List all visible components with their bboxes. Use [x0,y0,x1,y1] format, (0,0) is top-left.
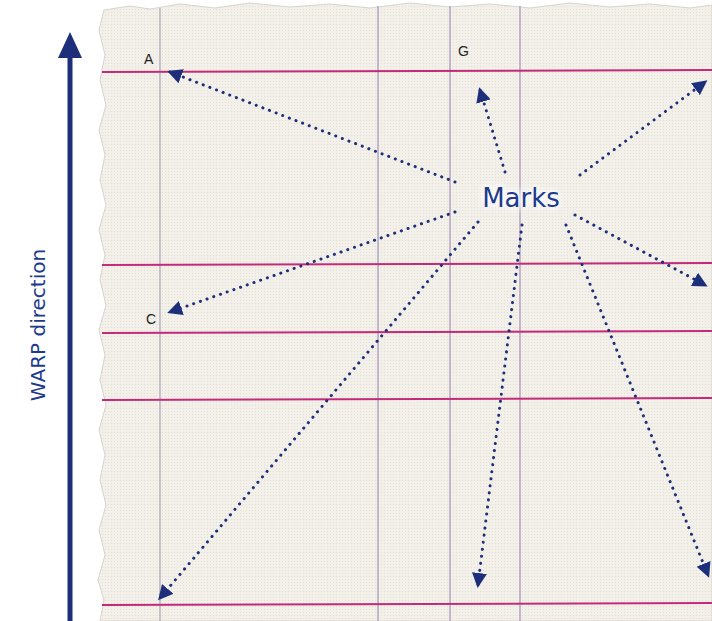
leader-lines [160,72,708,598]
fabric-piece [98,3,712,621]
mark-letter: C [146,311,156,327]
direction-label: WARP direction [26,249,50,401]
callout-label: Marks [476,181,566,215]
mark-letter: A [144,51,153,67]
mark-letter: G [458,43,469,59]
warp-arrow [58,32,82,621]
grid-lines [102,6,712,621]
